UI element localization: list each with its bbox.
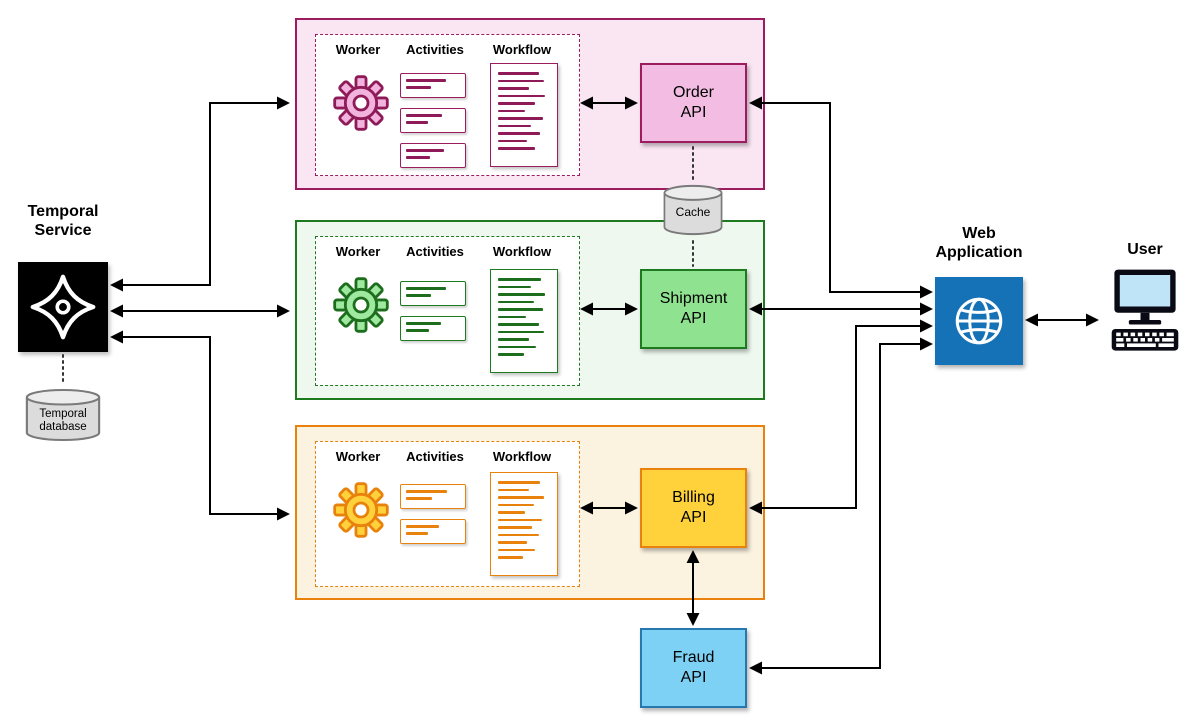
worker-label: Worker <box>335 42 381 57</box>
activities-label: Activities <box>406 42 464 57</box>
order-worker-group: Worker Activities Workflow <box>295 18 765 190</box>
shipment-api-node: Shipment API <box>640 269 747 349</box>
activity-card <box>400 108 466 133</box>
temporal-logo-icon <box>30 274 96 340</box>
temporal-database-label: Temporal database <box>39 408 87 434</box>
edge-temporal-billing-workers <box>110 330 290 521</box>
activity-card <box>400 281 466 306</box>
activities-cards <box>400 281 466 341</box>
activities-cards <box>400 484 466 544</box>
temporal-database-node: Temporal database <box>20 386 106 444</box>
user-node <box>1100 266 1190 364</box>
billing-worker-group: Worker Activities Workflow <box>295 425 765 600</box>
shipment-worker-environment: Worker Activities Workflow <box>315 236 580 386</box>
gear-icon <box>333 75 389 131</box>
web-application-label: Web Application <box>935 225 1023 261</box>
activity-card <box>400 316 466 341</box>
edge-billingapi-webapp <box>749 319 933 515</box>
cache-cylinder-icon <box>663 184 723 236</box>
activities-label: Activities <box>406 449 464 464</box>
cache-node: Cache <box>659 182 727 238</box>
temporal-service-label: Temporal Service <box>27 203 99 239</box>
web-application-node <box>935 277 1023 365</box>
worker-label: Worker <box>335 449 381 464</box>
cache-label: Cache <box>675 204 711 219</box>
database-icon <box>25 389 101 441</box>
activity-card <box>400 73 466 98</box>
edge-orderapi-webapp <box>749 96 933 299</box>
billing-worker-environment: Worker Activities Workflow <box>315 441 580 587</box>
activity-card <box>400 484 466 509</box>
edge-temporal-order-workers <box>110 96 290 292</box>
billing-api-node: Billing API <box>640 468 747 548</box>
workflow-label: Workflow <box>492 42 552 57</box>
shipment-worker-group: Worker Activities Workflow <box>295 220 765 400</box>
user-label: User <box>1127 241 1163 258</box>
activities-label: Activities <box>406 244 464 259</box>
workflow-doc-icon <box>490 63 558 167</box>
fraud-api-node: Fraud API <box>640 628 747 708</box>
computer-icon <box>1111 269 1179 351</box>
activities-cards <box>400 73 466 168</box>
workflow-doc-icon <box>490 269 558 373</box>
globe-icon <box>955 297 1003 345</box>
order-worker-environment: Worker Activities Workflow <box>315 34 580 176</box>
workflow-label: Workflow <box>492 244 552 259</box>
edge-fraudapi-webapp <box>749 337 933 675</box>
gear-icon <box>333 482 389 538</box>
activity-card <box>400 519 466 544</box>
order-api-node: Order API <box>640 63 747 143</box>
activity-card <box>400 143 466 168</box>
temporal-service-node <box>18 262 108 352</box>
workflow-doc-icon <box>490 472 558 576</box>
workflow-label: Workflow <box>492 449 552 464</box>
gear-icon <box>333 277 389 333</box>
worker-label: Worker <box>335 244 381 259</box>
